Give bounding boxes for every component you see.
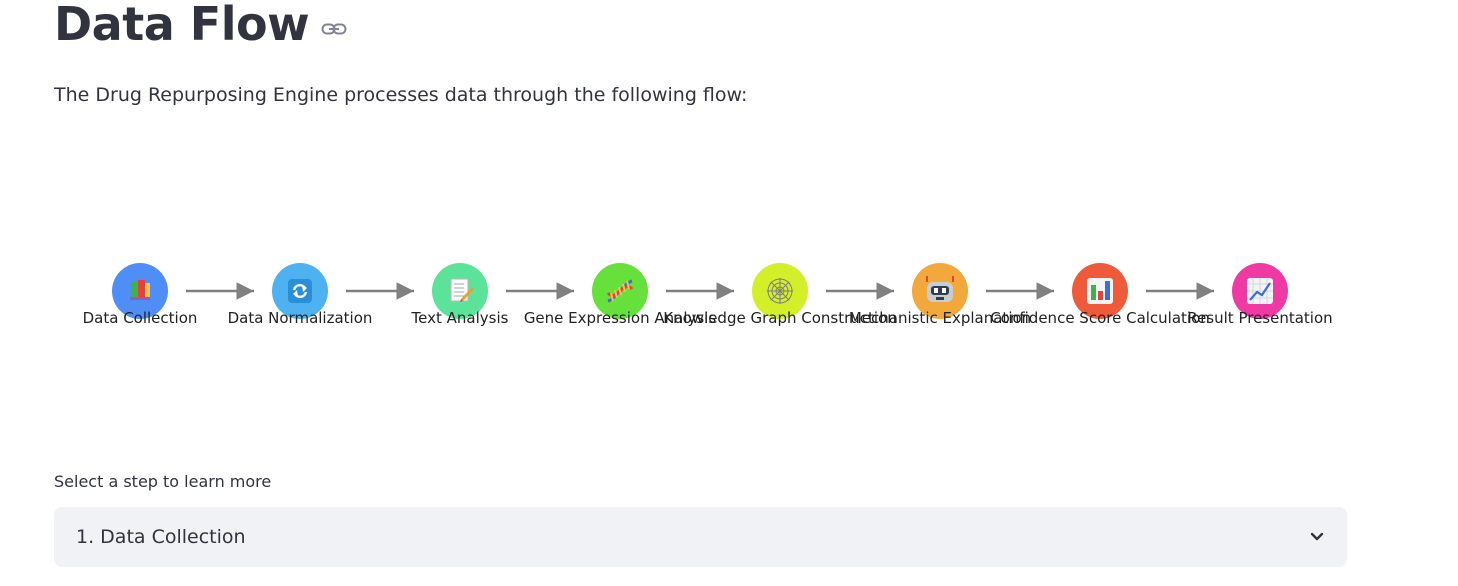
page-header: Data Flow bbox=[54, 0, 347, 54]
flow-step-1[interactable]: Data Collection bbox=[83, 263, 198, 327]
link-icon[interactable] bbox=[321, 22, 347, 36]
flow-step-label: Gene Expression Analysis bbox=[524, 309, 717, 327]
flow-step-8[interactable]: Result Presentation bbox=[1187, 263, 1333, 327]
flow-step-label: Knowledge Graph Construction bbox=[663, 309, 897, 327]
select-label: Select a step to learn more bbox=[54, 472, 272, 491]
flow-step-label: Data Collection bbox=[83, 309, 198, 327]
intro-text: The Drug Repurposing Engine processes da… bbox=[54, 84, 748, 106]
step-select[interactable]: 1. Data Collection bbox=[54, 507, 1347, 567]
flow-step-label: Confidence Score Calculation bbox=[990, 309, 1210, 327]
flow-step-3[interactable]: Text Analysis bbox=[411, 263, 509, 327]
flow-step-label: Data Normalization bbox=[228, 309, 373, 327]
chevron-down-icon[interactable] bbox=[1309, 529, 1325, 545]
step-select-value: 1. Data Collection bbox=[76, 526, 246, 548]
flow-step-label: Result Presentation bbox=[1187, 309, 1332, 327]
flow-step-label: Mechanistic Explanation bbox=[849, 309, 1031, 327]
page-title: Data Flow bbox=[54, 0, 310, 51]
flow-step-2[interactable]: Data Normalization bbox=[228, 263, 373, 327]
flow-step-label: Text Analysis bbox=[411, 309, 509, 327]
flow-step-7[interactable]: Confidence Score Calculation bbox=[990, 263, 1210, 327]
